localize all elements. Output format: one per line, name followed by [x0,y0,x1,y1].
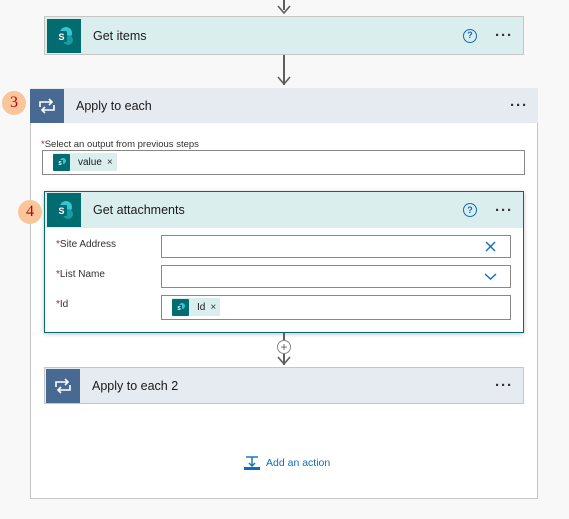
sharepoint-icon: S [47,18,81,53]
id-token[interactable]: S Id × [172,298,221,316]
help-icon[interactable]: ? [463,28,477,43]
list-name-label: *List Name [56,269,105,280]
more-options-button[interactable]: ··· [495,27,513,44]
more-options-button[interactable]: ··· [495,201,513,219]
token-label: value [78,156,102,168]
get-attachments-title: Get attachments [93,203,185,217]
step-badge: 3 [2,91,26,115]
svg-text:S: S [177,306,181,312]
step-badge: 4 [18,200,42,224]
loop-icon [30,88,64,123]
more-options-button[interactable]: ··· [510,97,528,114]
get-items-card[interactable]: S Get items ? ··· [44,16,524,55]
sharepoint-icon: S [53,153,70,171]
select-output-field[interactable] [42,150,525,175]
id-label: *Id [56,299,69,310]
list-name-dropdown[interactable] [161,265,511,288]
help-icon[interactable]: ? [463,203,477,217]
chevron-down-icon[interactable] [484,272,497,281]
loop-icon [46,368,80,403]
arrow-down-icon [277,356,291,366]
value-token[interactable]: S value × [53,153,117,171]
close-icon[interactable] [485,241,496,252]
more-options-button[interactable]: ··· [495,377,513,394]
sharepoint-icon: S [47,193,81,227]
svg-text:S: S [58,206,64,216]
sharepoint-icon: S [172,298,189,316]
add-action-label: Add an action [266,457,331,469]
apply-to-each-2-card[interactable]: Apply to each 2 ··· [44,367,524,404]
svg-text:S: S [58,161,62,167]
get-items-title: Get items [93,28,147,43]
site-address-label: *Site Address [56,239,117,250]
add-step-icon[interactable]: + [277,340,291,354]
apply-to-each-header[interactable]: Apply to each ··· [30,88,538,123]
get-attachments-header[interactable]: S Get attachments ? ··· [45,192,523,228]
arrow-down-icon [277,76,291,86]
top-connector-line [283,0,285,10]
apply-to-each-2-title: Apply to each 2 [92,378,179,393]
close-icon[interactable]: × [210,301,217,313]
svg-text:S: S [58,32,64,42]
add-action-icon [244,456,260,470]
select-output-label: *Select an output from previous steps [41,139,199,150]
site-address-field[interactable] [161,235,511,258]
add-action-button[interactable]: Add an action [243,455,330,471]
top-arrow-icon [277,5,291,15]
token-label: Id [197,301,206,313]
connector-line [283,55,285,85]
close-icon[interactable]: × [106,156,113,168]
apply-to-each-title: Apply to each [76,98,152,113]
